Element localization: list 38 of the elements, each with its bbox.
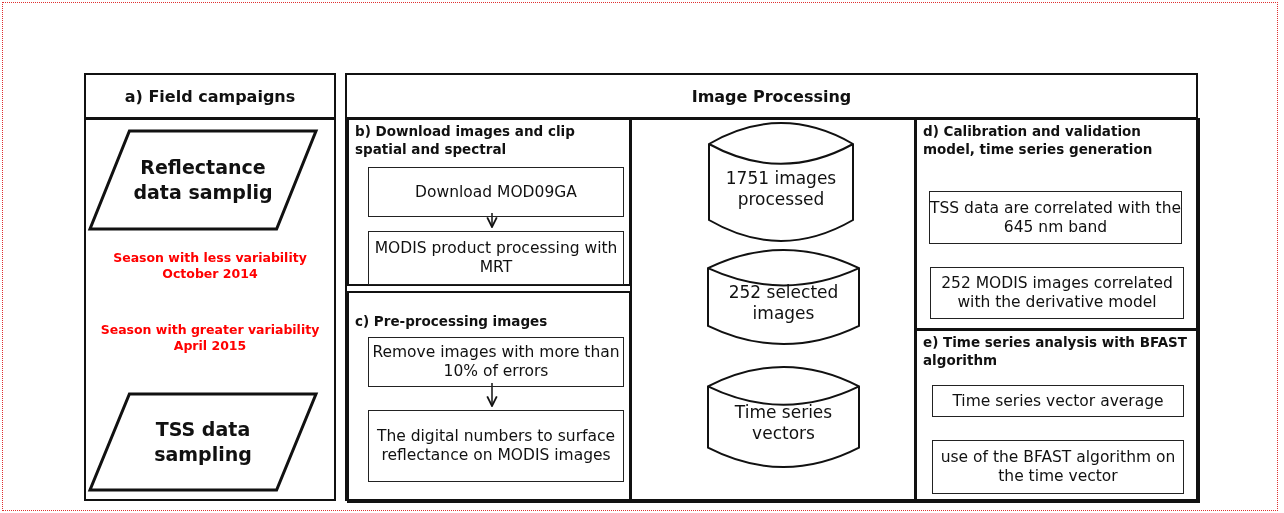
process-box <box>929 191 1182 244</box>
section-panel <box>915 118 1200 330</box>
process-box <box>932 385 1184 417</box>
season-note: Season with greater variability April 2015 <box>99 322 321 354</box>
process-box <box>368 410 624 482</box>
section-title: c) Pre-processing images <box>355 313 549 331</box>
panel-title: a) Field campaigns <box>124 86 296 106</box>
section-panel <box>347 291 631 503</box>
shape-text: Reflectance data samplig <box>132 155 274 205</box>
group-panel <box>345 73 1198 501</box>
process-box <box>368 167 624 217</box>
panel-title: Image Processing <box>691 86 852 106</box>
arrow <box>486 382 498 407</box>
section-panel <box>915 329 1200 503</box>
process-box <box>932 440 1184 494</box>
arrow <box>486 212 498 228</box>
section-title: d) Calibration and validation model, time series generation <box>923 123 1154 159</box>
section-panel <box>347 118 631 286</box>
process-box <box>368 337 624 387</box>
column-panel <box>630 118 916 503</box>
cylinder-text: Time series vectors <box>733 401 834 445</box>
cylinder-text: 252 selected images <box>727 281 840 324</box>
box-text: MODIS product processing with MRT <box>373 239 619 277</box>
box-text: The digital numbers to surface reflectance on MODIS images <box>375 427 617 465</box>
box-text: 252 MODIS images correlated with the derivative model <box>940 274 1174 312</box>
box-text: Remove images with more than 10% of errors <box>371 343 621 381</box>
group-panel <box>84 73 336 501</box>
process-box <box>368 231 624 285</box>
box-text: Time series vector average <box>952 391 1164 411</box>
shape-text: TSS data sampling <box>153 417 253 467</box>
box-text: TSS data are correlated with the 645 nm band <box>930 198 1181 237</box>
box-text: Download MOD09GA <box>415 182 577 202</box>
box-text: use of the BFAST algorithm on the time vector <box>939 448 1177 486</box>
process-box <box>930 267 1184 319</box>
section-title: e) Time series analysis with BFAST algorithm <box>923 334 1188 370</box>
cylinder-text: 1751 images processed <box>724 167 838 211</box>
season-note: Season with less variability October 2014 <box>112 250 308 282</box>
section-title: b) Download images and clip spatial and spectral <box>355 123 576 159</box>
